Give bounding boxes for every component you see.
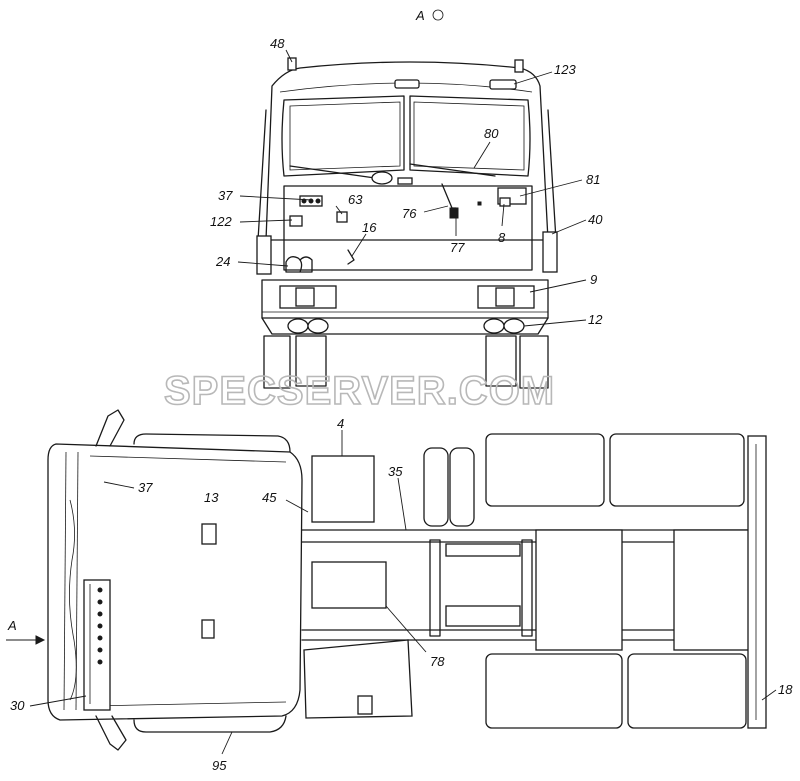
callout-78: 78 — [430, 654, 445, 669]
callout-8: 8 — [498, 230, 506, 245]
callout-123: 123 — [554, 62, 576, 77]
chassis-top-view — [47, 409, 767, 751]
callout-95: 95 — [212, 758, 227, 773]
callout-80: 80 — [484, 126, 499, 141]
callout-4: 4 — [337, 416, 344, 431]
callout-63: 63 — [348, 192, 363, 207]
leader-lines — [29, 49, 777, 755]
callout-37-top: 37 — [138, 480, 153, 495]
callout-24: 24 — [215, 254, 230, 269]
callout-12: 12 — [588, 312, 603, 327]
callout-45: 45 — [262, 490, 277, 505]
callout-77: 77 — [450, 240, 465, 255]
callout-9: 9 — [590, 272, 597, 287]
view-label: A — [415, 8, 425, 23]
callout-18: 18 — [778, 682, 793, 697]
callout-30: 30 — [10, 698, 25, 713]
callout-122: 122 — [210, 214, 232, 229]
view-arrow-label: A — [7, 618, 17, 633]
callout-81: 81 — [586, 172, 600, 187]
callout-48: 48 — [270, 36, 285, 51]
callout-76: 76 — [402, 206, 417, 221]
watermark: SPECSERVER.COM — [164, 369, 555, 413]
callout-40: 40 — [588, 212, 603, 227]
callout-13: 13 — [204, 490, 219, 505]
callout-labels: 48 123 80 37 63 81 122 76 40 16 8 77 24 … — [10, 36, 793, 773]
cab-front-view — [256, 57, 558, 389]
callout-37-front: 37 — [218, 188, 233, 203]
callout-35: 35 — [388, 464, 403, 479]
view-marker-circle — [432, 9, 444, 21]
callout-16: 16 — [362, 220, 377, 235]
view-arrow-head — [35, 635, 46, 645]
